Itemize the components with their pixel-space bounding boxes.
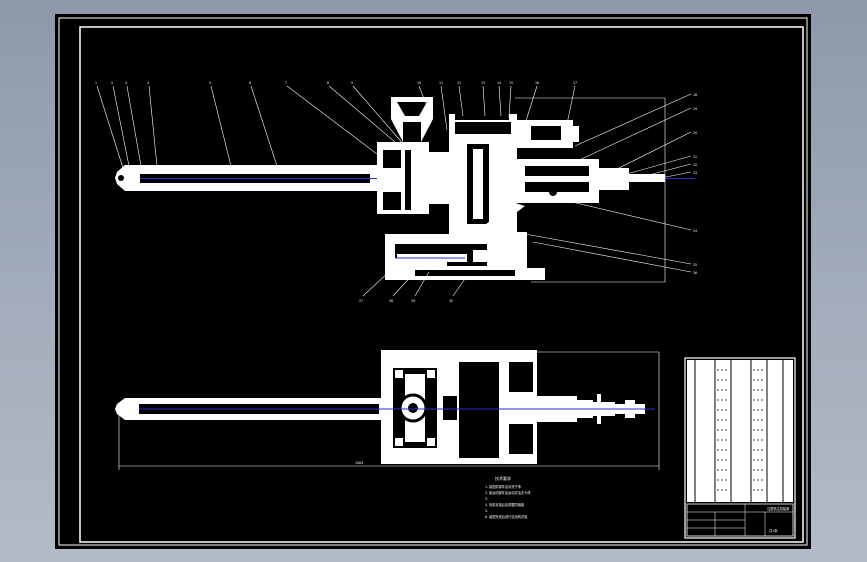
gearbox: [429, 152, 449, 204]
sheet-label: 共1张: [769, 528, 778, 533]
svg-text:29: 29: [411, 299, 415, 303]
svg-text:8: 8: [327, 81, 329, 85]
svg-text:23: 23: [693, 171, 697, 175]
tech-requirements: 技术要求 1. 装配前零件应清洗干净 2. 各运动部件应运动灵活无卡滞 3. 4…: [485, 475, 531, 519]
svg-text:7: 7: [285, 81, 287, 85]
svg-text:25: 25: [693, 263, 697, 267]
top-plan-view: 1084: [115, 350, 660, 470]
svg-text:26: 26: [693, 271, 697, 275]
injection-cylinder: [515, 159, 599, 203]
svg-text:4: 4: [147, 81, 149, 85]
svg-text:18: 18: [693, 93, 697, 97]
tech-req-6: 6. 装配完成后进行空运转试验: [485, 514, 528, 519]
svg-text:30: 30: [449, 299, 453, 303]
svg-text:22: 22: [693, 163, 697, 167]
svg-text:13: 13: [481, 81, 485, 85]
tech-req-1: 1. 装配前零件应清洗干净: [485, 484, 522, 489]
svg-text:27: 27: [359, 299, 363, 303]
svg-text:14: 14: [497, 81, 501, 85]
svg-text:19: 19: [693, 107, 697, 111]
tech-req-3: 3.: [485, 497, 488, 501]
svg-text:16: 16: [535, 81, 539, 85]
tech-req-2: 2. 各运动部件应运动灵活无卡滞: [485, 490, 531, 495]
tech-requirements-title: 技术要求: [495, 475, 511, 481]
svg-text:28: 28: [389, 299, 393, 303]
svg-text:15: 15: [509, 81, 513, 85]
svg-text:20: 20: [693, 131, 697, 135]
svg-text:3: 3: [125, 81, 127, 85]
svg-text:1: 1: [95, 81, 97, 85]
svg-text:17: 17: [573, 81, 577, 85]
drawing-name: 注塑机注射装置: [767, 506, 789, 511]
svg-text:10: 10: [417, 81, 421, 85]
svg-text:9: 9: [351, 81, 353, 85]
svg-text:2: 2: [111, 81, 113, 85]
tech-req-4: 4. 电机安装后应调整同轴度: [485, 502, 525, 507]
parts-list: [684, 357, 796, 539]
svg-text:5: 5: [209, 81, 211, 85]
svg-text:12: 12: [457, 81, 461, 85]
svg-text:11: 11: [439, 81, 443, 85]
outer-border: [58, 17, 808, 546]
svg-text:24: 24: [693, 229, 697, 233]
svg-text:21: 21: [693, 155, 697, 159]
inner-border: [79, 26, 804, 543]
svg-text:6: 6: [249, 81, 251, 85]
tech-req-5: 5.: [485, 509, 488, 513]
dimension-label: 1084: [355, 461, 363, 465]
